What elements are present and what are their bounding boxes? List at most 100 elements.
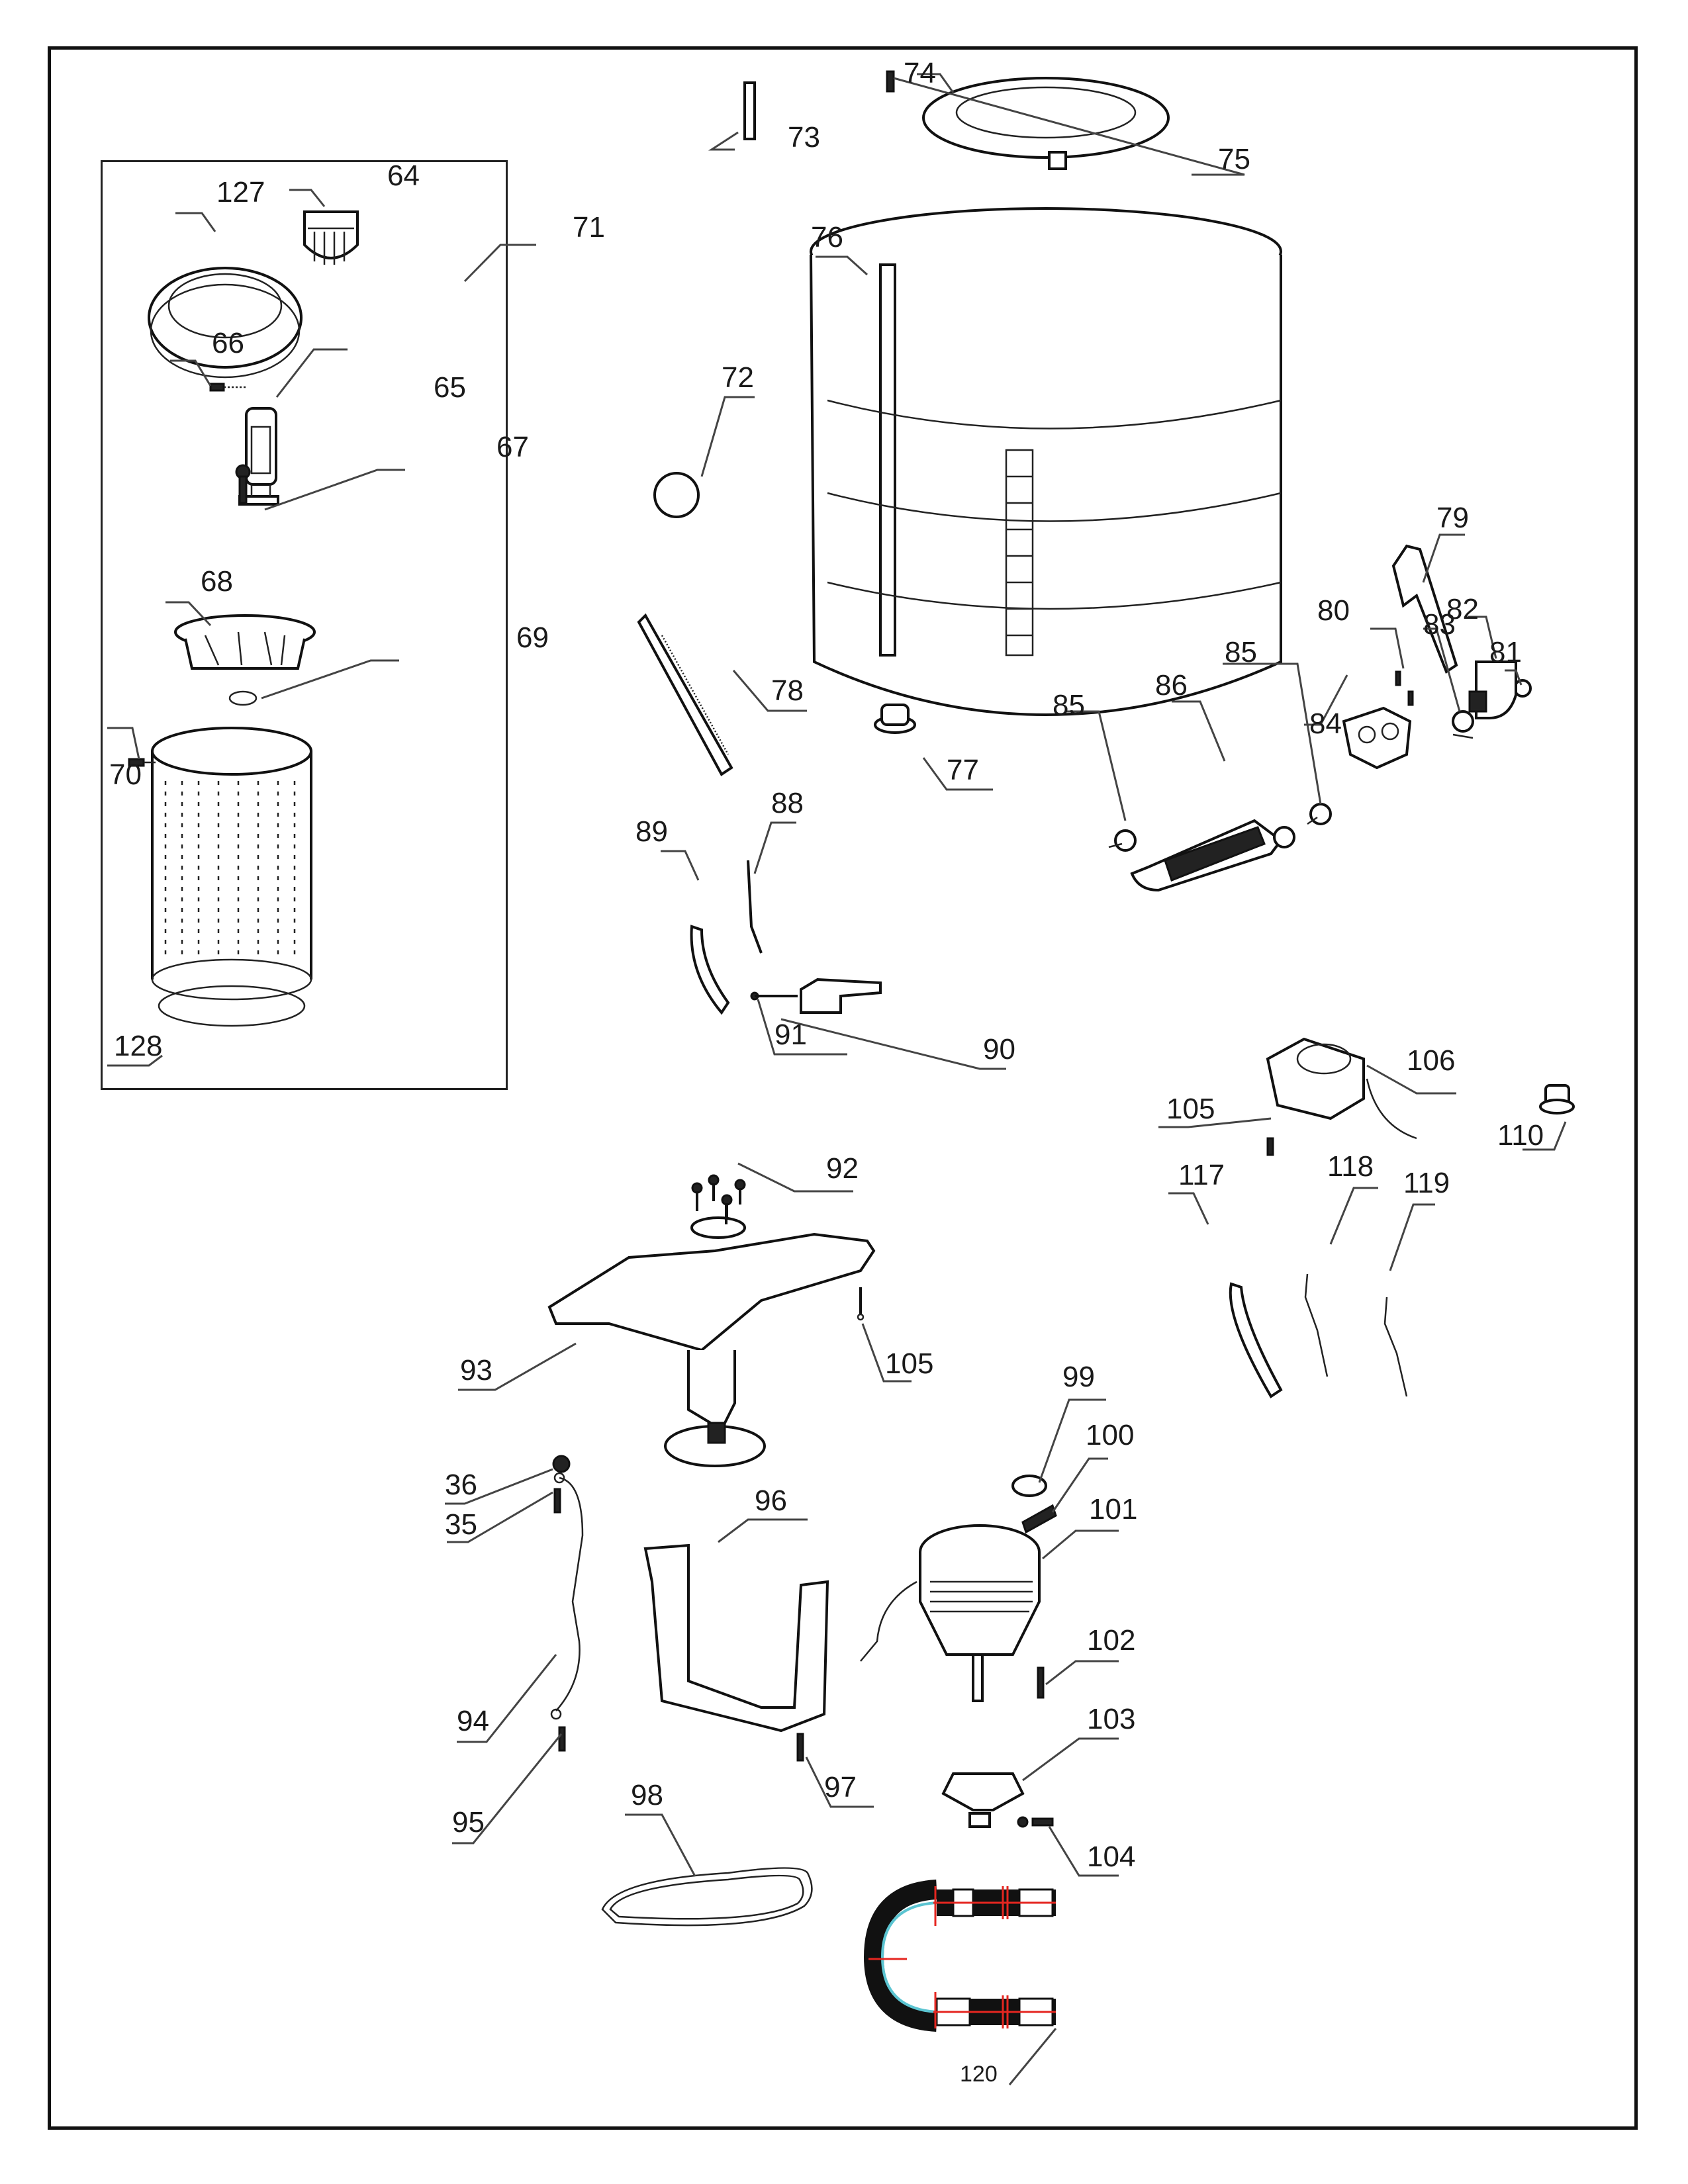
part-hose-connector-120	[863, 1880, 1056, 2032]
part-belt-98	[601, 1867, 813, 1927]
callout-73: 73	[788, 121, 820, 154]
part-clip-89	[690, 925, 730, 1015]
leader-89	[661, 850, 700, 881]
part-wire-119	[1383, 1297, 1408, 1397]
part-pulley-103	[941, 1772, 1025, 1828]
leader-101	[1042, 1529, 1119, 1560]
leader-118	[1329, 1187, 1378, 1245]
part-bolts-92	[691, 1174, 746, 1223]
leader-66	[170, 359, 212, 387]
part-o-ring	[653, 472, 700, 518]
callout-119: 119	[1403, 1167, 1450, 1199]
callout-99: 99	[1062, 1361, 1095, 1393]
part-pulsator	[174, 614, 316, 670]
leader-71	[463, 244, 536, 283]
part-tub-ring	[148, 267, 303, 379]
callout-97: 97	[824, 1771, 857, 1803]
callout-117: 117	[1178, 1159, 1225, 1191]
callout-91: 91	[774, 1019, 807, 1051]
leader-83	[1423, 627, 1461, 712]
leader-35	[447, 1491, 553, 1543]
part-screw-66	[209, 383, 246, 392]
part-cap	[874, 704, 916, 734]
leader-76	[816, 255, 868, 276]
part-screw-70	[128, 758, 156, 767]
part-screw-105a	[857, 1287, 865, 1321]
callout-85a: 85	[1053, 689, 1085, 721]
leader-lines	[107, 73, 1567, 2085]
leader-69	[261, 659, 399, 700]
callout-105a: 105	[885, 1347, 933, 1380]
callout-68: 68	[201, 565, 233, 598]
leader-36	[445, 1468, 553, 1505]
leader-117	[1168, 1192, 1209, 1225]
leader-77	[922, 757, 993, 791]
callout-92: 92	[826, 1152, 859, 1185]
part-ground-wire-94	[550, 1472, 584, 1720]
leader-67	[264, 469, 405, 511]
part-outer-tub	[810, 207, 1282, 717]
callout-75: 75	[1218, 143, 1250, 175]
leader-64	[289, 189, 326, 207]
leader-93	[458, 1342, 577, 1391]
part-foot-110	[1539, 1084, 1575, 1115]
leader-72	[700, 396, 755, 477]
callout-89: 89	[635, 815, 668, 848]
part-lint-filter	[303, 210, 359, 265]
callout-86: 86	[1155, 669, 1188, 702]
callout-65: 65	[434, 371, 466, 404]
leader-80	[1370, 627, 1405, 669]
leader-90	[780, 1018, 1006, 1070]
part-spring-100	[1021, 1504, 1057, 1534]
part-screw-35	[553, 1488, 561, 1514]
leader-119	[1389, 1203, 1435, 1271]
leader-79	[1422, 533, 1465, 583]
leader-103	[1022, 1737, 1119, 1782]
part-clamp-85a	[1108, 829, 1137, 852]
part-drain-motor	[1266, 1037, 1417, 1140]
leader-128	[107, 1054, 163, 1067]
leader-82	[1468, 615, 1497, 659]
callout-96: 96	[755, 1484, 787, 1517]
part-drain-valve	[1342, 706, 1412, 770]
callout-94: 94	[457, 1705, 489, 1737]
callout-100: 100	[1086, 1419, 1134, 1451]
part-nut-36	[552, 1455, 571, 1473]
callout-labels: 127 64 71 66 65 67 68 69 70 128 72 73 74…	[109, 57, 1544, 2087]
callout-98: 98	[631, 1779, 663, 1811]
part-screw-97	[796, 1733, 804, 1762]
subassembly-71-box	[101, 160, 508, 1090]
part-clamp-83	[1452, 710, 1474, 739]
callout-74: 74	[904, 57, 936, 89]
callout-95: 95	[452, 1806, 485, 1839]
leader-99	[1038, 1398, 1106, 1483]
leader-105b	[1158, 1117, 1272, 1128]
leader-85a	[1066, 710, 1127, 821]
part-drain-hose	[1130, 819, 1295, 892]
leader-86	[1172, 700, 1226, 762]
part-screw-75	[886, 70, 895, 93]
callout-76: 76	[811, 221, 843, 253]
part-wire-118	[1304, 1273, 1329, 1377]
leader-94	[457, 1654, 557, 1743]
callout-77: 77	[947, 754, 979, 786]
part-rod-88	[747, 860, 763, 954]
callout-120: 120	[960, 2062, 998, 2087]
leader-97	[805, 1756, 874, 1808]
part-motor-bracket-96	[643, 1543, 829, 1733]
leader-88	[753, 821, 796, 874]
leader-127	[175, 212, 216, 232]
callout-67: 67	[496, 431, 529, 463]
callout-81: 81	[1489, 636, 1522, 668]
part-screw-95	[558, 1726, 566, 1752]
leader-120	[1008, 2028, 1057, 2085]
part-screw-104	[1017, 1816, 1054, 1828]
callout-104: 104	[1087, 1841, 1135, 1873]
callout-70: 70	[109, 758, 142, 791]
part-clip-117	[1229, 1282, 1283, 1398]
callout-80: 80	[1317, 594, 1350, 627]
leader-104	[1048, 1826, 1119, 1877]
part-screw-80	[1395, 670, 1414, 706]
leader-98	[625, 1813, 696, 1877]
